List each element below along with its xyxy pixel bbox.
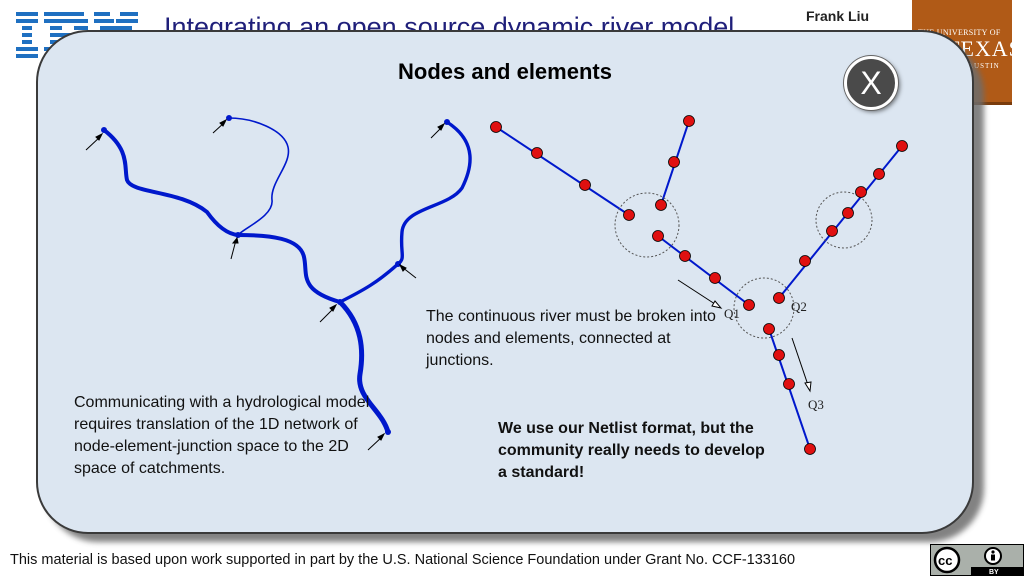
network-node bbox=[763, 323, 775, 335]
river-node-marker bbox=[226, 115, 232, 121]
label-q2: Q2 bbox=[791, 299, 807, 314]
river-junction-marker bbox=[235, 232, 241, 238]
network-node bbox=[655, 199, 667, 211]
university-logo-line1: THE UNIVERSITY OF bbox=[918, 28, 1001, 37]
river-node-marker bbox=[444, 119, 450, 125]
network-node bbox=[783, 378, 795, 390]
river-node-marker bbox=[385, 429, 391, 435]
popup-title: Nodes and elements bbox=[398, 59, 612, 84]
river-junction-marker bbox=[337, 299, 343, 305]
river-junction-marker bbox=[395, 261, 401, 267]
network-node bbox=[709, 272, 721, 284]
river-branch-left bbox=[102, 128, 240, 237]
river-main-upper bbox=[236, 233, 342, 304]
network-node bbox=[531, 147, 543, 159]
network-node bbox=[773, 292, 785, 304]
network-node bbox=[623, 209, 635, 221]
cc-text: cc bbox=[938, 553, 952, 568]
label-q1: Q1 bbox=[724, 306, 740, 321]
university-logo-line3: AUSTIN bbox=[968, 62, 1000, 70]
text-hydrological-model: Communicating with a hydrological model … bbox=[74, 394, 370, 477]
footer-acknowledgement: This material is based upon work support… bbox=[10, 552, 796, 568]
river-branch-right bbox=[338, 120, 472, 304]
text-netlist-format: We use our Netlist format, but the commu… bbox=[498, 420, 765, 481]
river-branch-upper bbox=[228, 117, 290, 236]
network-node bbox=[579, 179, 591, 191]
network-node bbox=[896, 140, 908, 152]
cc-license-badge[interactable]: cc BY bbox=[930, 544, 1024, 576]
network-node bbox=[652, 230, 664, 242]
network-node bbox=[743, 299, 755, 311]
author-name: Frank Liu bbox=[806, 8, 870, 24]
network-node bbox=[490, 121, 502, 133]
river-main-lower bbox=[337, 299, 391, 435]
river-node-marker bbox=[101, 127, 107, 133]
junction-circle bbox=[733, 277, 795, 339]
network-node bbox=[842, 207, 854, 219]
network-node bbox=[855, 186, 867, 198]
cc-license-icon: cc BY bbox=[931, 545, 1023, 576]
network-node bbox=[668, 156, 680, 168]
junction-circle bbox=[614, 192, 680, 258]
network-node bbox=[679, 250, 691, 262]
network-node bbox=[873, 168, 885, 180]
junction-circle bbox=[815, 191, 873, 249]
network-node bbox=[799, 255, 811, 267]
text-continuous-river: The continuous river must be broken into… bbox=[426, 308, 716, 369]
network-node bbox=[804, 443, 816, 455]
by-text: BY bbox=[989, 569, 999, 575]
popup-panel: Nodes and elements bbox=[36, 30, 974, 534]
network-node bbox=[826, 225, 838, 237]
river-diagram: Q1 Q2 Q3 bbox=[85, 115, 908, 455]
network-node bbox=[683, 115, 695, 127]
label-q3: Q3 bbox=[808, 397, 824, 412]
close-button[interactable]: X bbox=[844, 56, 898, 110]
network-node bbox=[773, 349, 785, 361]
